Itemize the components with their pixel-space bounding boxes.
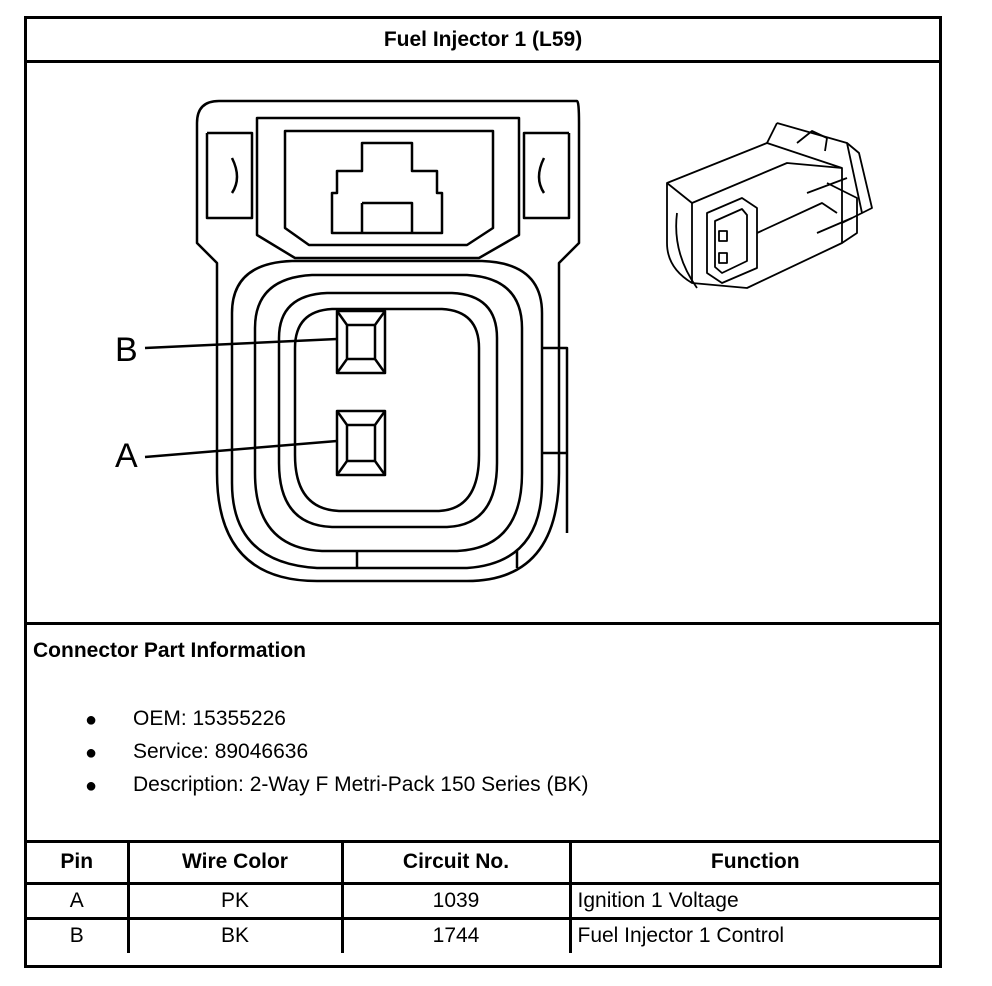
page-title: Fuel Injector 1 (L59) — [27, 19, 939, 63]
cell-function: Fuel Injector 1 Control — [568, 916, 939, 953]
cell-circuit-no: 1039 — [340, 881, 572, 920]
info-item-oem: ● OEM: 15355226 — [27, 707, 589, 740]
cell-pin: A — [27, 881, 130, 920]
bullet-icon: ● — [85, 742, 98, 764]
header-function: Function — [568, 843, 939, 885]
info-item-text: Description: 2-Way F Metri-Pack 150 Seri… — [133, 773, 589, 796]
info-item-text: Service: 89046636 — [133, 740, 309, 763]
pin-label-b: B — [115, 331, 138, 369]
cell-function: Ignition 1 Voltage — [568, 881, 939, 920]
pin-label-a: A — [115, 437, 138, 475]
connector-part-information: Connector Part Information ● OEM: 1535522… — [27, 625, 939, 843]
connector-face-icon — [144, 99, 581, 583]
cell-circuit-no: 1744 — [340, 916, 572, 953]
header-wire-color: Wire Color — [126, 843, 344, 885]
cell-wire-color: PK — [126, 881, 344, 920]
bullet-icon: ● — [85, 775, 98, 797]
bullet-icon: ● — [85, 709, 98, 731]
cell-wire-color: BK — [126, 916, 344, 953]
cell-pin: B — [27, 916, 130, 953]
connector-isometric-icon — [666, 122, 873, 289]
connector-sheet: Fuel Injector 1 (L59) — [24, 16, 942, 968]
header-pin: Pin — [27, 843, 130, 885]
table-row: B BK 1744 Fuel Injector 1 Control — [27, 916, 939, 953]
connector-figure: B A — [27, 63, 939, 625]
info-heading: Connector Part Information — [33, 639, 307, 662]
info-item-text: OEM: 15355226 — [133, 707, 286, 730]
table-row: A PK 1039 Ignition 1 Voltage — [27, 881, 939, 920]
info-item-service: ● Service: 89046636 — [27, 740, 589, 773]
info-item-description: ● Description: 2-Way F Metri-Pack 150 Ser… — [27, 773, 589, 806]
header-circuit-no: Circuit No. — [340, 843, 572, 885]
pin-table: Pin Wire Color Circuit No. Function A PK… — [27, 843, 939, 953]
table-header-row: Pin Wire Color Circuit No. Function — [27, 843, 939, 885]
info-list: ● OEM: 15355226 ● Service: 89046636 ● Descr… — [27, 707, 589, 806]
